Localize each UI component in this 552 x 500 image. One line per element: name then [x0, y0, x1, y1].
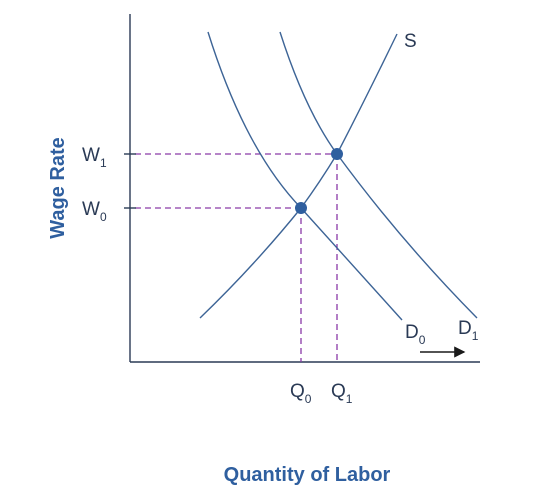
y-axis-title: Wage Rate	[47, 137, 69, 239]
w0-label: W0	[82, 199, 107, 224]
q1-label: Q1	[331, 381, 353, 406]
supply-label: S	[404, 31, 417, 52]
d0-label: D0	[405, 322, 426, 347]
w1-label: W1	[82, 145, 107, 170]
demand-curve-d0	[207, 31, 403, 321]
equilibrium-point-1	[331, 148, 343, 160]
q0-label: Q0	[290, 381, 312, 406]
x-axis-title: Quantity of Labor	[224, 464, 391, 486]
supply-curve	[199, 33, 398, 319]
demand-curve-d1	[279, 31, 478, 319]
d1-label: D1	[458, 318, 479, 343]
equilibrium-point-0	[295, 202, 307, 214]
